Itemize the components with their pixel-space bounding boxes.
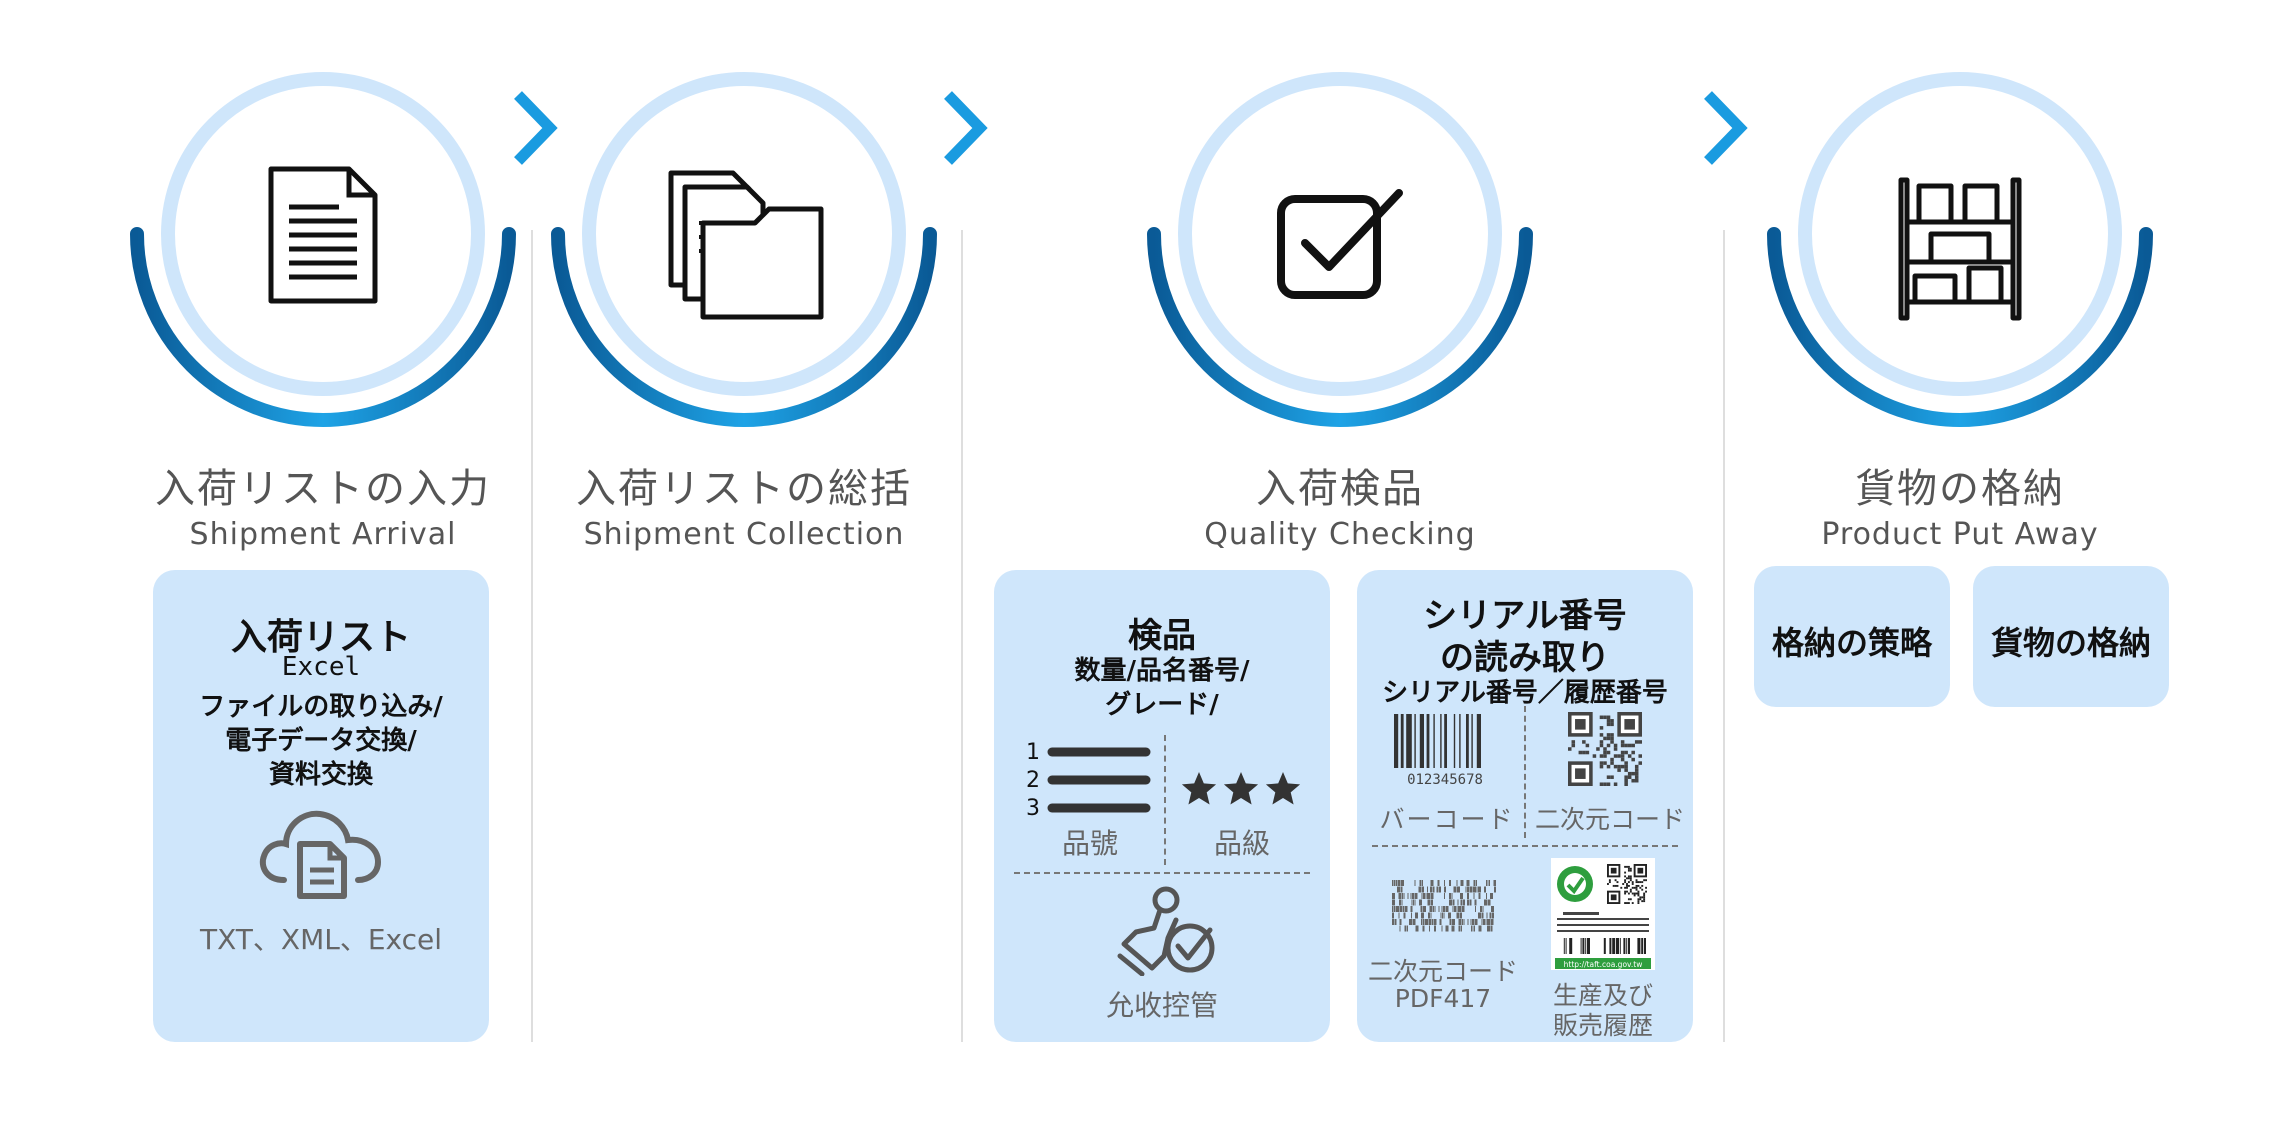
files-folder-icon — [668, 170, 824, 320]
putaway-strategy-card — [1754, 566, 1950, 707]
approval-stamp-icon — [1117, 886, 1215, 976]
dashed-divider — [1372, 845, 1678, 847]
barcode-label: バーコード — [1379, 805, 1515, 834]
step-title: 貨物の格納 — [1855, 466, 2065, 512]
step-title: 入荷リストの入力 — [155, 466, 491, 512]
step-title: 入荷リストの総括 — [576, 466, 912, 512]
barcode-digits: 012345678 — [1407, 772, 1483, 788]
serial-card-line: シリアル番号／履歴番号 — [1382, 678, 1668, 708]
warehouse-shelf-icon — [1898, 177, 2022, 321]
step-subtitle: Quality Checking — [1204, 517, 1476, 552]
putaway-action-card — [1973, 566, 2169, 707]
inspection-card-line: グレード/ — [1105, 690, 1219, 720]
arrival-card-heading: 入荷リスト — [230, 617, 411, 658]
chevron-right-icon — [944, 91, 988, 165]
arrival-card — [153, 570, 489, 1042]
divider — [1723, 230, 1725, 1042]
grade-label: 品級 — [1213, 827, 1270, 860]
arrival-card-line: 電子データ交換/ — [225, 726, 417, 756]
arrival-formats: TXT、XML、Excel — [199, 923, 442, 956]
list-number: 2 — [1026, 768, 1040, 793]
arrival-card-line: ファイルの取り込み/ — [199, 692, 443, 722]
dashed-divider — [1524, 706, 1526, 838]
list-number: 3 — [1026, 796, 1040, 821]
divider — [531, 230, 533, 1042]
trace-label: 販売履歴 — [1552, 1011, 1653, 1040]
stars-icon — [1181, 772, 1301, 805]
trace-url: http://taft.coa.gov.tw — [1564, 960, 1643, 969]
dashed-divider — [1164, 735, 1166, 865]
traceability-label-icon: http://taft.coa.gov.tw — [1551, 858, 1655, 970]
serial-card-heading: の読み取り — [1440, 638, 1610, 678]
arrival-card-line: Excel — [281, 652, 361, 682]
step-ring-2 — [551, 72, 937, 427]
step-ring-1 — [130, 72, 516, 427]
chevron-right-icon — [514, 91, 558, 165]
list-number: 1 — [1026, 740, 1040, 765]
divider — [961, 230, 963, 1042]
serial-card-heading: シリアル番号 — [1423, 596, 1627, 636]
trace-label: 生産及び — [1552, 981, 1653, 1010]
barcode-icon — [1394, 714, 1481, 768]
qr-code-icon — [1568, 712, 1642, 786]
checkbox-icon — [1277, 189, 1403, 299]
step-subtitle: Shipment Arrival — [189, 517, 457, 552]
putaway-strategy-label: 格納の策略 — [1771, 624, 1932, 662]
dashed-divider — [1014, 872, 1310, 874]
step-subtitle: Shipment Collection — [583, 517, 905, 552]
cloud-document-icon — [259, 810, 382, 899]
step-ring-3 — [1147, 72, 1533, 427]
chevron-right-icon — [1704, 91, 1748, 165]
stamp-label: 允收控管 — [1105, 989, 1218, 1022]
step-subtitle: Product Put Away — [1821, 517, 2099, 552]
arrival-card-line: 資料交換 — [268, 760, 373, 790]
putaway-action-label: 貨物の格納 — [1990, 624, 2151, 662]
item-number-label: 品號 — [1061, 827, 1118, 860]
pdf417-code-icon — [1392, 880, 1496, 932]
qr-code-label: 二次元コード — [1534, 805, 1685, 834]
document-icon — [268, 166, 378, 304]
step-title: 入荷検品 — [1256, 466, 1424, 512]
pdf417-label: 二次元コード — [1368, 957, 1519, 986]
step-ring-4 — [1767, 72, 2153, 427]
inspection-card-line: 数量/品名番号/ — [1074, 656, 1250, 686]
pdf417-label: PDF417 — [1394, 984, 1492, 1013]
inspection-card-heading: 検品 — [1128, 616, 1196, 656]
list-lines-icon — [1047, 747, 1151, 813]
